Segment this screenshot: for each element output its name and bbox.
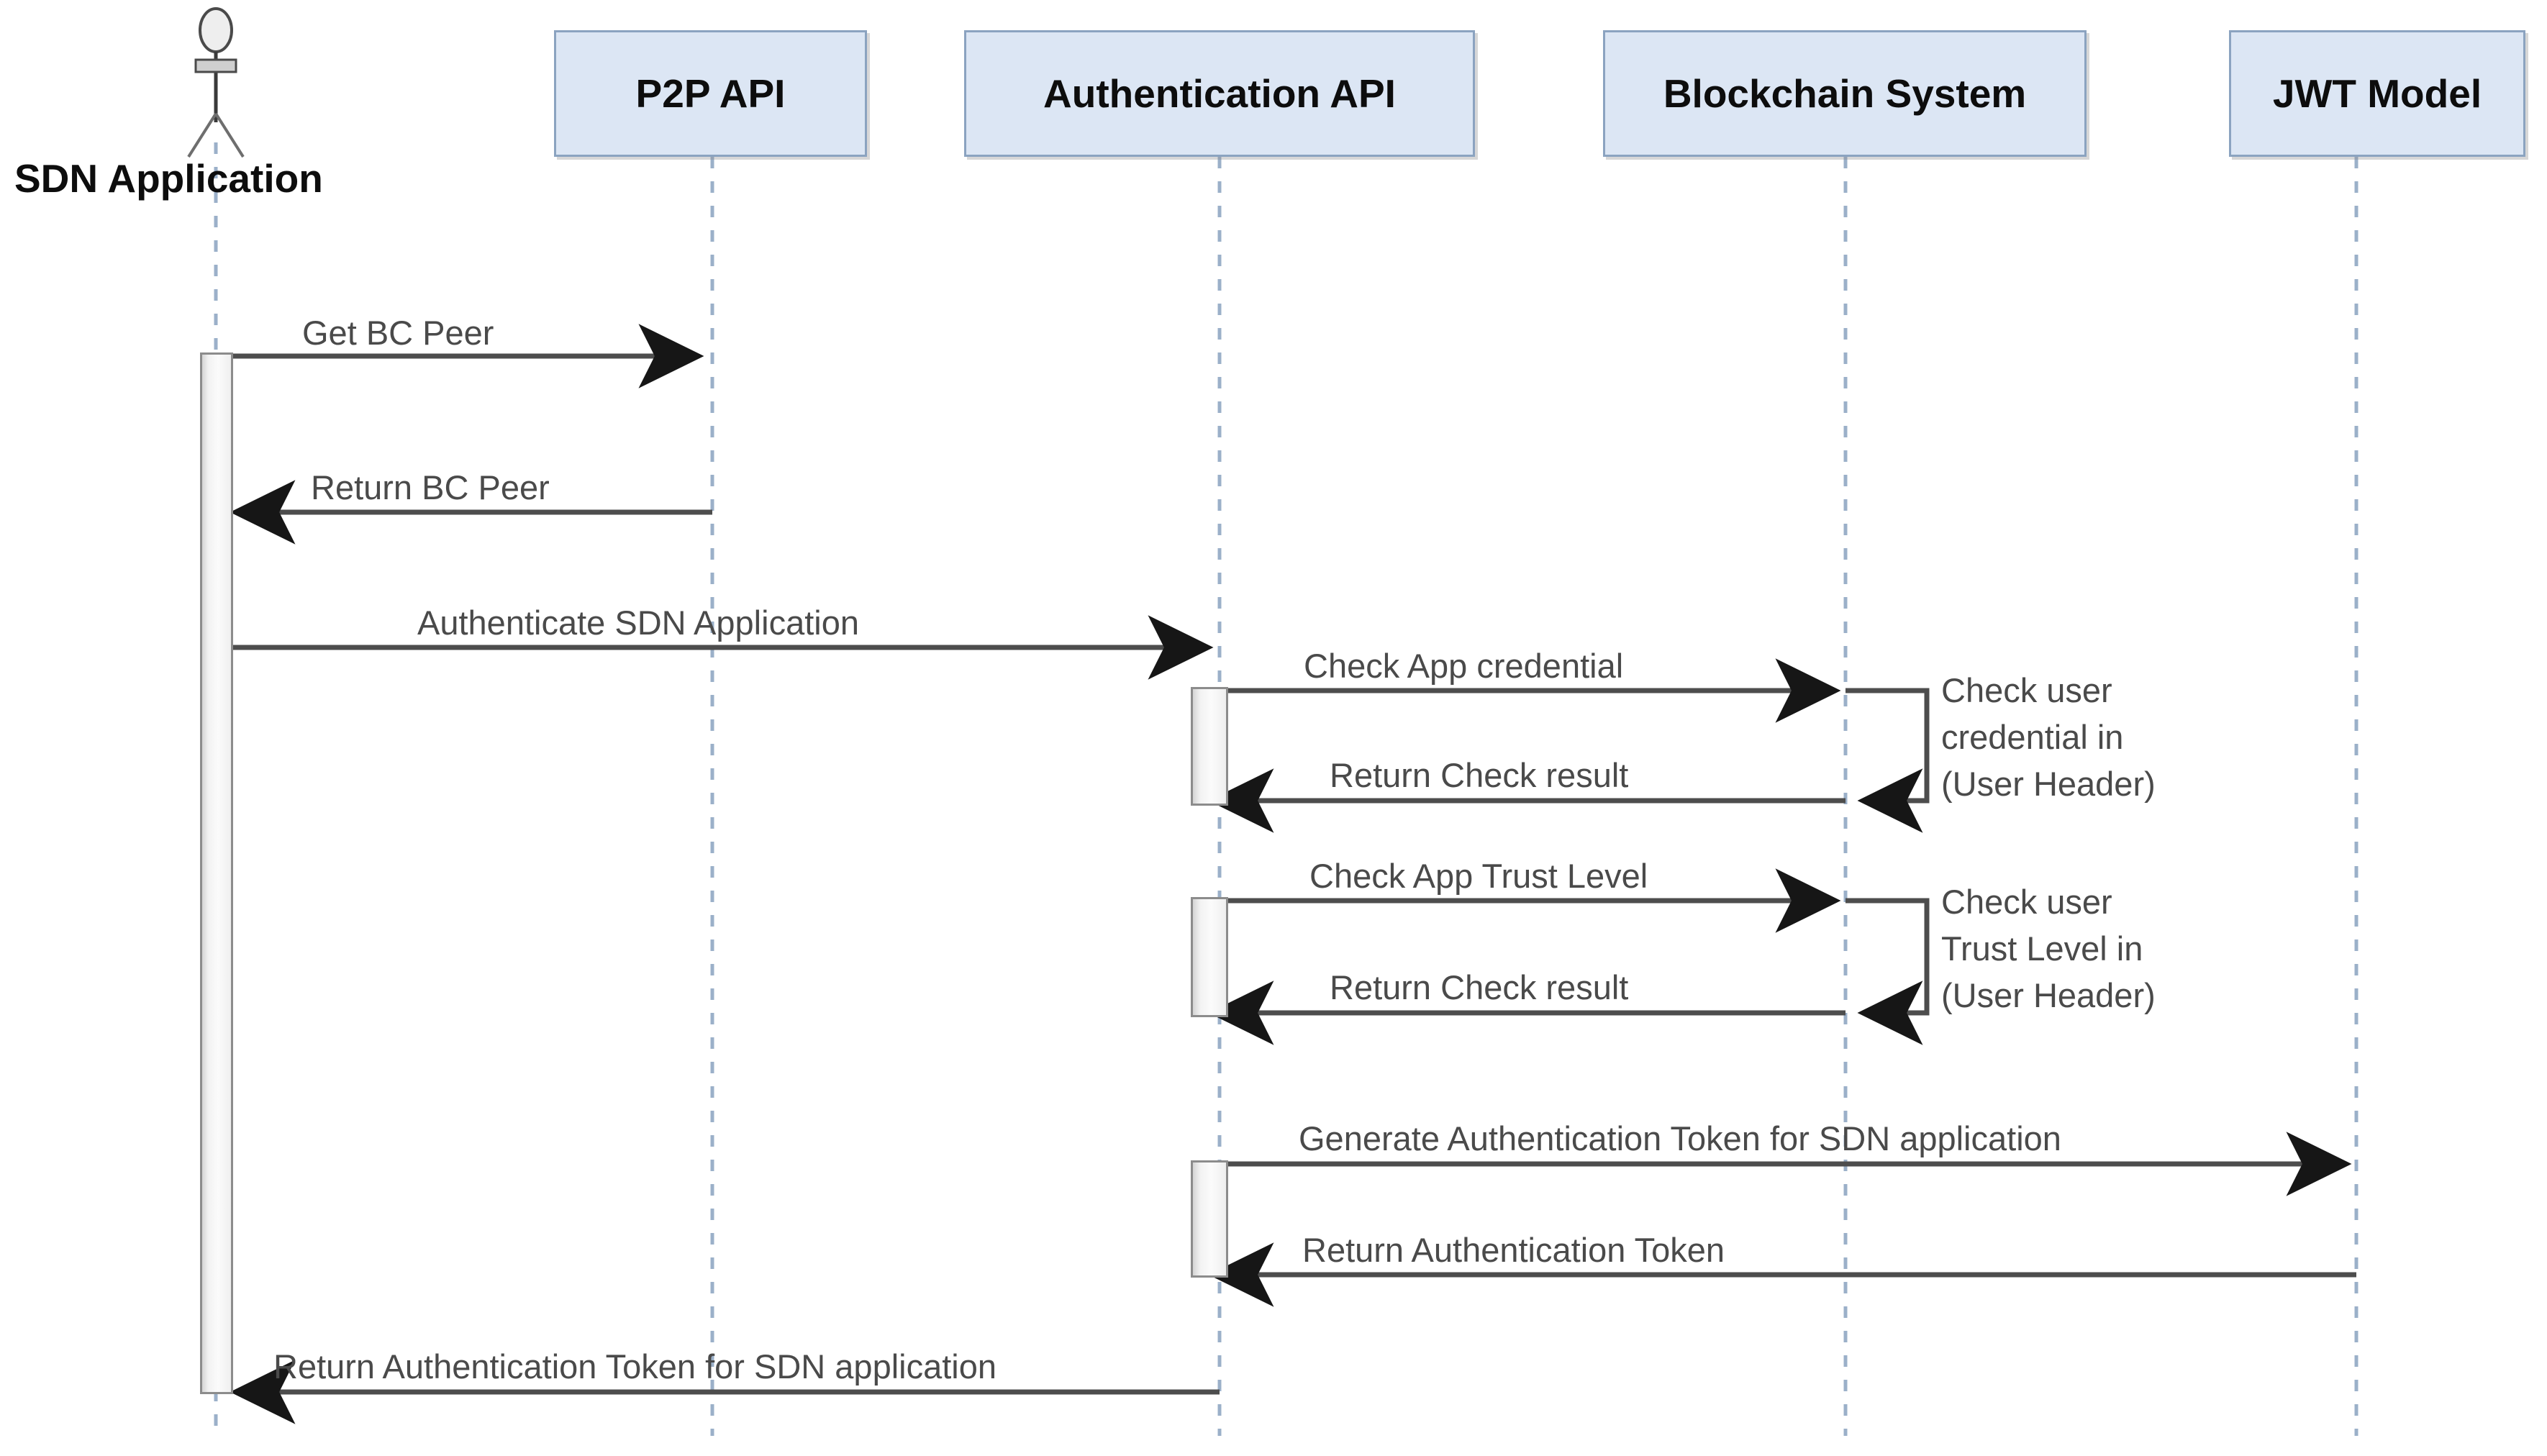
actor-label-sdn-application: SDN Application [14, 156, 323, 201]
note-line: (User Header) [1941, 975, 2156, 1014]
message-label-return-authentication-token: Return Authentication Token [1302, 1231, 1725, 1269]
participant-label-p2p-api: P2P API [635, 71, 786, 116]
note-line: Check user [1941, 883, 2112, 921]
note-line: Check user [1941, 671, 2112, 709]
actor-stick-figure [187, 7, 245, 158]
message-label-return-check-result-2: Return Check result [1330, 968, 1629, 1006]
participant-label-blockchain-system: Blockchain System [1663, 71, 2027, 116]
participant-label-jwt-model: JWT Model [2272, 71, 2482, 116]
activation-bar-auth-api-1 [1191, 687, 1228, 806]
note-check-user-credential: Check user credential in (User Header) [1941, 668, 2156, 808]
message-label-generate-authentication-token: Generate Authentication Token for SDN ap… [1299, 1119, 2061, 1157]
message-label-get-bc-peer: Get BC Peer [302, 314, 494, 352]
note-line: credential in [1941, 717, 2124, 756]
self-loop-check-user-credential [1845, 688, 1930, 833]
participant-box-jwt-model[interactable]: JWT Model [2229, 30, 2525, 157]
message-label-return-bc-peer: Return BC Peer [311, 468, 550, 506]
message-label-authenticate-sdn-application: Authenticate SDN Application [417, 604, 859, 642]
message-label-check-app-credential: Check App credential [1304, 647, 1624, 685]
message-label-return-check-result-1: Return Check result [1330, 756, 1629, 794]
self-loop-check-user-trust-level [1845, 898, 1930, 1045]
participant-box-blockchain-system[interactable]: Blockchain System [1603, 30, 2087, 157]
message-arrows [230, 324, 2356, 1424]
activation-bar-sdn-application [200, 352, 233, 1394]
participant-box-authentication-api[interactable]: Authentication API [964, 30, 1475, 157]
message-label-check-app-trust-level: Check App Trust Level [1309, 857, 1648, 895]
blockchain-self-loop-brackets [1845, 688, 1930, 1045]
activation-bar-auth-api-2 [1191, 897, 1228, 1017]
note-check-user-trust-level: Check user Trust Level in (User Header) [1941, 879, 2156, 1019]
message-label-return-token-for-sdn-application: Return Authentication Token for SDN appl… [273, 1347, 997, 1386]
note-line: (User Header) [1941, 764, 2156, 803]
participant-label-authentication-api: Authentication API [1043, 71, 1396, 116]
note-line: Trust Level in [1941, 929, 2143, 968]
activation-bar-auth-api-3 [1191, 1160, 1228, 1278]
participant-box-p2p-api[interactable]: P2P API [554, 30, 867, 157]
